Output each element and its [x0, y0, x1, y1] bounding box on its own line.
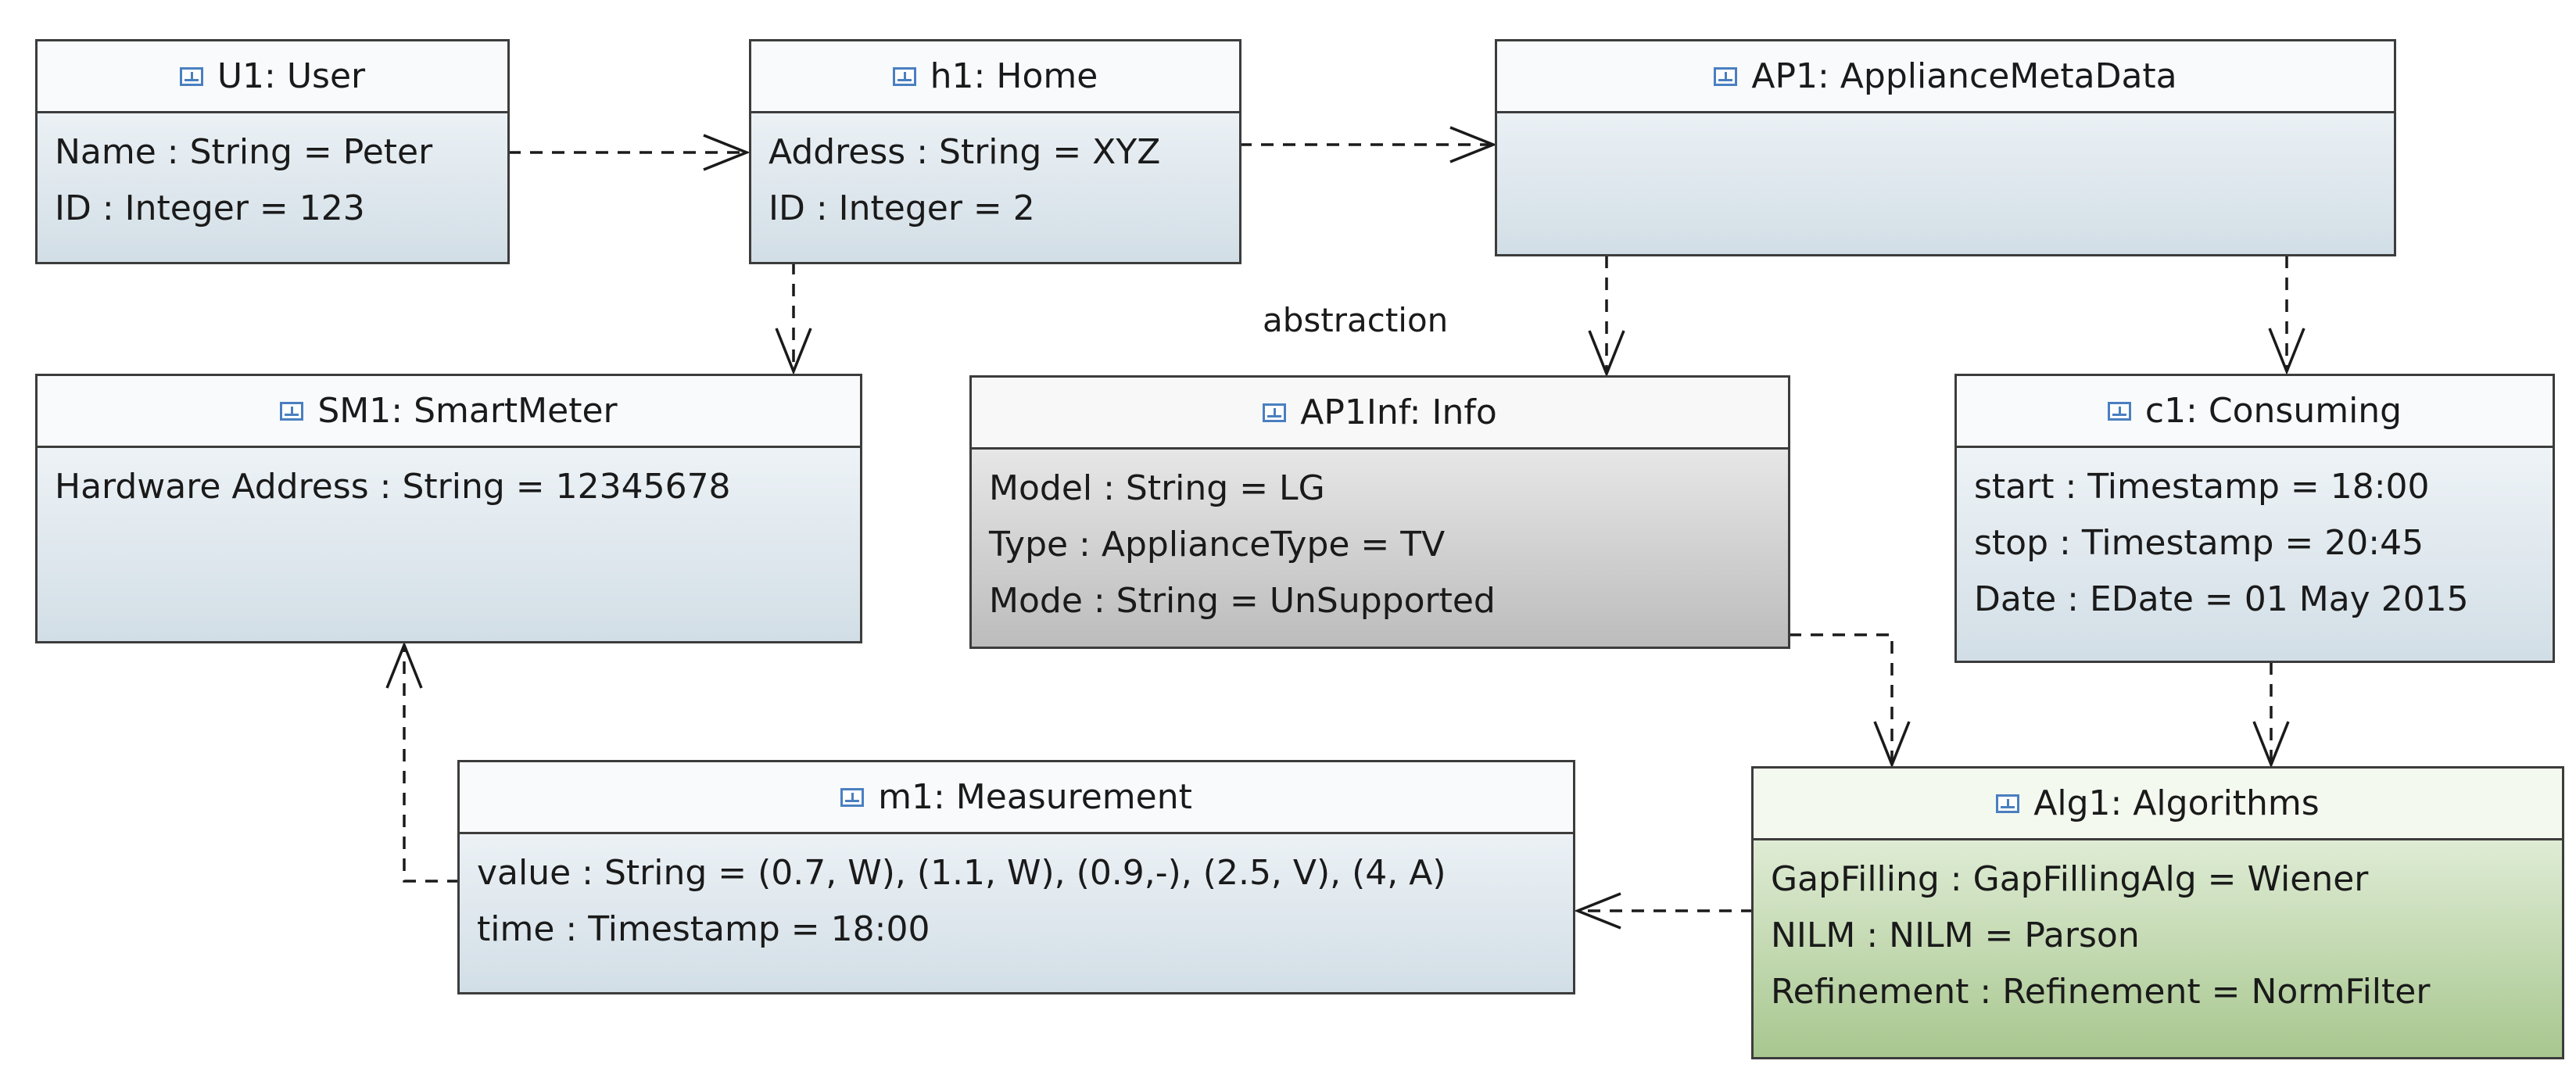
object-instance-icon [179, 66, 203, 86]
attribute-row: GapFilling : GapFillingAlg = Wiener [1771, 859, 2369, 899]
arrowhead-u1-h1 [703, 134, 751, 171]
attribute-compartment: Name : String = Peter ID : Integer = 123 [38, 113, 507, 237]
node-header: SM1: SmartMeter [38, 376, 860, 448]
attribute-row: NILM : NILM = Parson [1771, 916, 2140, 955]
attribute-compartment: start : Timestamp = 18:00 stop : Timesta… [1957, 448, 2553, 628]
arrowhead-ap1-ap1inf [1588, 330, 1625, 378]
node-m1-measurement[interactable]: m1: Measurement value : String = (0.7, W… [457, 760, 1575, 994]
node-header: AP1: ApplianceMetaData [1497, 41, 2394, 113]
node-title: U1: User [217, 56, 366, 96]
object-instance-icon [2107, 401, 2131, 421]
attribute-compartment: Model : String = LG Type : ApplianceType… [972, 450, 1788, 629]
object-instance-icon [892, 66, 916, 86]
node-h1-home[interactable]: h1: Home Address : String = XYZ ID : Int… [749, 39, 1241, 264]
node-title: AP1: ApplianceMetaData [1751, 56, 2177, 96]
node-u1-user[interactable]: U1: User Name : String = Peter ID : Inte… [35, 39, 510, 264]
attribute-row: Date : EDate = 01 May 2015 [1974, 579, 2469, 619]
node-ap1inf-info[interactable]: AP1Inf: Info Model : String = LG Type : … [969, 375, 1790, 649]
node-sm1-smart-meter[interactable]: SM1: SmartMeter Hardware Address : Strin… [35, 374, 862, 643]
object-instance-icon [1996, 794, 2020, 813]
edge-m1-sm1 [403, 645, 460, 883]
attribute-row: start : Timestamp = 18:00 [1974, 467, 2430, 507]
node-title: SM1: SmartMeter [317, 391, 618, 431]
arrowhead-h1-ap1 [1449, 126, 1497, 163]
object-instance-icon [280, 401, 304, 421]
attribute-compartment: GapFilling : GapFillingAlg = Wiener NILM… [1754, 840, 2562, 1020]
attribute-row: Refinement : Refinement = NormFilter [1771, 972, 2431, 1012]
attribute-row: Type : ApplianceType = TV [989, 525, 1446, 564]
node-alg1-algorithms[interactable]: Alg1: Algorithms GapFilling : GapFilling… [1751, 766, 2564, 1059]
attribute-row: ID : Integer = 2 [769, 188, 1035, 228]
arrowhead-h1-sm1 [775, 328, 812, 375]
attribute-row: Hardware Address : String = 12345678 [55, 467, 731, 507]
node-title: m1: Measurement [878, 777, 1192, 817]
object-instance-icon [1714, 66, 1738, 86]
node-header: AP1Inf: Info [972, 378, 1788, 450]
edge-label-abstraction: abstraction [1263, 301, 1449, 339]
node-ap1-appliance-meta-data[interactable]: AP1: ApplianceMetaData [1495, 39, 2396, 256]
node-header: h1: Home [751, 41, 1239, 113]
node-header: Alg1: Algorithms [1754, 769, 2562, 840]
edge-ap1inf-alg1 [1789, 633, 1893, 765]
attribute-compartment: Address : String = XYZ ID : Integer = 2 [751, 113, 1239, 237]
attribute-row: time : Timestamp = 18:00 [477, 909, 930, 949]
arrowhead-ap1inf-alg1 [1873, 721, 1911, 769]
attribute-row: Mode : String = UnSupported [989, 581, 1496, 621]
node-title: h1: Home [930, 56, 1098, 96]
attribute-compartment: value : String = (0.7, W), (1.1, W), (0.… [460, 834, 1573, 958]
attribute-row: stop : Timestamp = 20:45 [1974, 523, 2424, 563]
arrowhead-m1-sm1 [385, 641, 423, 689]
attribute-row: Name : String = Peter [55, 132, 433, 172]
object-instance-icon [1263, 403, 1287, 422]
node-title: AP1Inf: Info [1300, 392, 1497, 432]
arrowhead-c1-alg1 [2252, 721, 2290, 769]
attribute-row: ID : Integer = 123 [55, 188, 365, 228]
attribute-compartment [1497, 113, 2394, 124]
node-header: c1: Consuming [1957, 376, 2553, 448]
node-title: c1: Consuming [2144, 391, 2402, 431]
attribute-row: Address : String = XYZ [769, 132, 1161, 172]
arrowhead-ap1-c1 [2268, 328, 2306, 375]
node-header: U1: User [38, 41, 507, 113]
attribute-row: value : String = (0.7, W), (1.1, W), (0.… [477, 853, 1446, 893]
attribute-row: Model : String = LG [989, 468, 1325, 508]
node-c1-consuming[interactable]: c1: Consuming start : Timestamp = 18:00 … [1954, 374, 2555, 663]
node-title: Alg1: Algorithms [2033, 783, 2320, 823]
object-instance-icon [840, 787, 865, 807]
attribute-compartment: Hardware Address : String = 12345678 [38, 448, 860, 515]
node-header: m1: Measurement [460, 762, 1573, 834]
arrowhead-alg1-m1 [1574, 892, 1621, 930]
